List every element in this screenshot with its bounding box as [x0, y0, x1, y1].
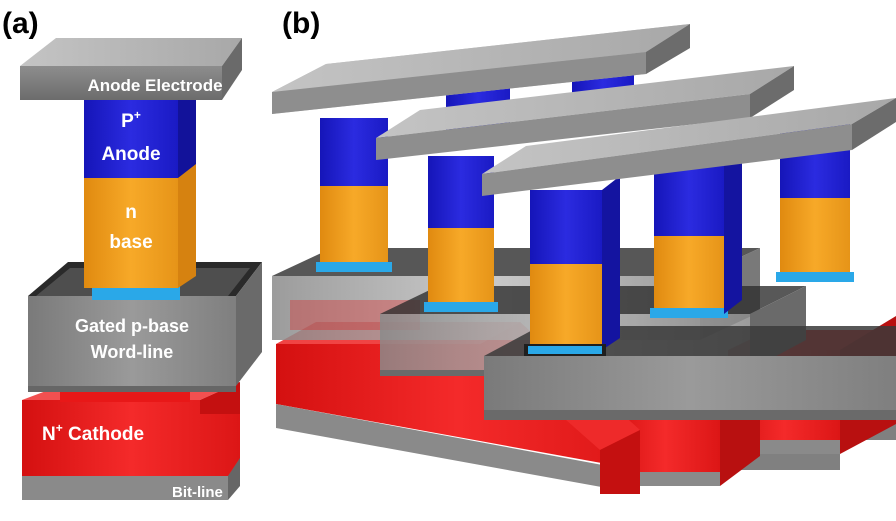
pillars-front	[524, 176, 620, 356]
n-base-line2: base	[109, 232, 152, 253]
panel-b-label: (b)	[282, 7, 320, 40]
anode-electrode-label: Anode Electrode	[87, 76, 222, 95]
cathode-main: N	[42, 424, 56, 445]
cathode-sup: +	[56, 421, 63, 435]
p-anode-sup: +	[134, 108, 141, 122]
panel-b: (b)	[272, 7, 896, 494]
gate-line1: Gated p-base	[75, 316, 189, 336]
junction-upper	[92, 286, 180, 300]
panel-a-label: (a)	[2, 7, 39, 40]
p-anode-line2: Anode	[101, 144, 160, 165]
bitline-label: Bit-line	[172, 484, 223, 501]
cathode-rest: Cathode	[63, 424, 144, 445]
p-anode-pillar	[84, 84, 196, 178]
anode-electrode-bar-1	[272, 24, 690, 114]
anode-electrode-bar-3	[482, 98, 896, 196]
anode-electrode-bar-2	[376, 66, 794, 160]
n-base-line1: n	[125, 202, 137, 223]
anode-electrode	[20, 38, 242, 100]
cathode-label: N+ Cathode	[42, 421, 144, 445]
p-anode-label: P+	[121, 108, 141, 132]
n-base-pillar	[84, 162, 196, 288]
panel-a: (a)	[2, 7, 262, 501]
pillars-middle	[424, 146, 742, 318]
p-anode-main: P	[121, 111, 134, 132]
gate-line2: Word-line	[91, 342, 174, 362]
